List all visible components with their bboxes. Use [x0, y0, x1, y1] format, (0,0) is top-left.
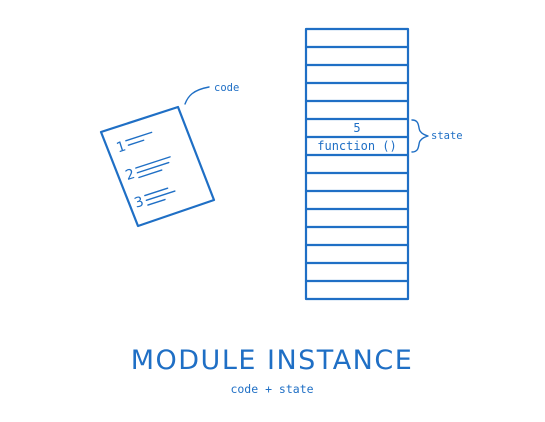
- state-callout-label: state: [431, 130, 463, 142]
- code-line-1: [125, 131, 153, 146]
- code-callout-label: code: [214, 82, 239, 94]
- code-line-3: [144, 187, 176, 206]
- memory-value-cell: 5: [353, 121, 360, 135]
- code-line-number-3: 3: [132, 194, 145, 212]
- memory-cell-dividers: [304, 45, 410, 283]
- diagram-subtitle: code + state: [230, 382, 313, 396]
- state-brace: [411, 119, 429, 153]
- code-line-number-2: 2: [123, 166, 136, 184]
- code-line-2: [135, 156, 171, 179]
- code-page-outline: [99, 105, 216, 228]
- code-document: 1 2 3 code: [99, 82, 239, 228]
- memory-function-cell: function (): [317, 139, 396, 153]
- diagram-title: MODULE INSTANCE: [131, 345, 414, 376]
- memory-column-outline: [304, 27, 410, 301]
- memory-column: 5 function () state: [304, 27, 463, 301]
- code-callout-arrow: [184, 86, 210, 105]
- code-lines: 1 2 3: [115, 131, 176, 212]
